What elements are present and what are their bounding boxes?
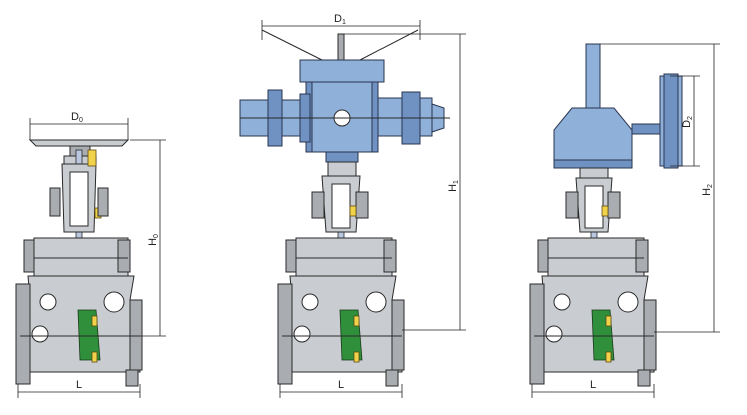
svg-text:L: L [590,379,596,391]
dimension-d1: D1 [261,13,421,40]
svg-text:H0: H0 [147,234,160,246]
gearbox-gate-valve: D2 H2 L [529,43,720,398]
dimension-h1: H1 [344,33,466,331]
dimension-h2: H2 [600,43,720,333]
dimension-d2: D2 [670,75,700,167]
dimension-l-2: L [279,379,403,398]
dimension-l-3: L [531,379,655,398]
svg-text:L: L [76,379,82,391]
svg-text:H1: H1 [447,180,460,192]
svg-text:D0: D0 [71,111,83,124]
svg-text:L: L [338,379,344,391]
svg-text:D2: D2 [681,116,694,128]
dimension-d0: D0 [29,111,129,140]
electric-gate-valve: D1 H1 L [239,13,466,398]
handwheel-gate-valve: D0 H0 L [15,111,166,398]
dimension-l-1: L [17,379,141,398]
dimension-h0: H0 [130,139,166,337]
svg-text:H2: H2 [701,184,714,196]
svg-text:D1: D1 [334,13,346,26]
